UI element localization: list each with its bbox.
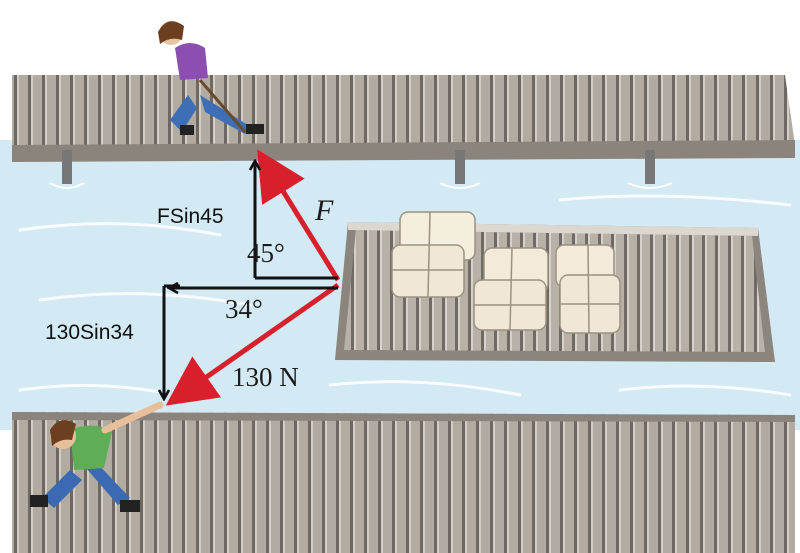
bottom-person	[30, 401, 164, 512]
water-ripples	[18, 194, 792, 397]
label-angle-45: 45°	[247, 238, 285, 268]
label-angle-34: 34°	[225, 294, 263, 324]
top-person	[158, 21, 264, 135]
label-fsin45: FSin45	[157, 205, 224, 228]
cargo-bales	[391, 211, 621, 334]
label-force-f: F	[314, 194, 334, 227]
force-arrow-130	[165, 282, 340, 406]
label-130sin34: 130Sin34	[45, 321, 134, 344]
force-arrow-f	[257, 149, 341, 282]
bottom-dock	[12, 412, 795, 553]
top-dock	[12, 75, 795, 189]
label-force-130: 130 N	[232, 362, 299, 392]
